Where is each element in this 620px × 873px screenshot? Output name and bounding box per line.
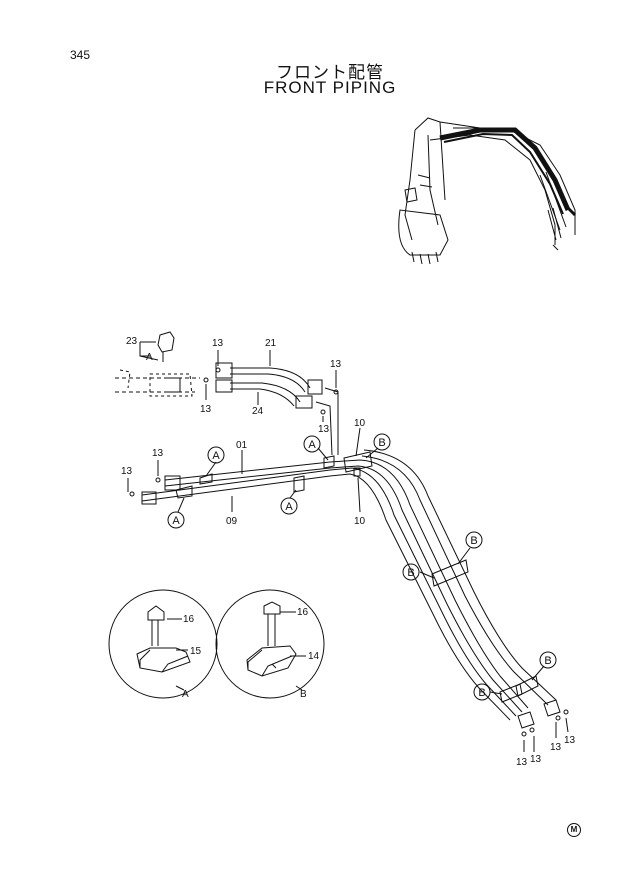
detail-a-caption: A [182,689,189,700]
callout-a: A [212,450,220,462]
detail-a [108,589,218,699]
part-label-09: 09 [226,516,238,527]
excavator-thumbnail [398,117,577,265]
part-label-13: 13 [152,448,164,459]
part-label-14: 14 [308,651,320,662]
part-label-15: 15 [190,646,202,657]
part-label-13: 13 [212,338,224,349]
callout-a: A [285,501,293,513]
part-label-16: 16 [183,614,195,625]
part-label-13: 13 [318,424,330,435]
part-label-23: 23 [126,336,138,347]
part-label-13: 13 [121,466,133,477]
detail-b-caption: B [300,689,307,700]
maker-mark-icon: M [567,823,581,837]
callout-b: B [544,655,551,667]
part-label-13: 13 [564,735,576,746]
callout-b: B [470,535,477,547]
part-label-13: 13 [530,754,542,765]
part-label-10: 10 [354,516,366,527]
part-label-13: 13 [200,404,212,415]
part-label-10: 10 [354,418,366,429]
callout-b: B [407,567,414,579]
part-label-a-small: A [146,352,153,363]
page-number: 345 [70,48,91,62]
page-title-japanese: フロント配管 [276,63,384,82]
boom-foot-piping [115,331,339,456]
part-label-24: 24 [252,406,264,417]
callout-a: A [172,515,180,527]
part-label-01: 01 [236,440,248,451]
part-label-13: 13 [330,359,342,370]
callout-b: B [378,437,385,449]
detail-b [215,589,325,699]
part-label-13: 13 [550,742,562,753]
page-title: FRONT PIPING [263,78,397,97]
callout-b: B [478,687,485,699]
part-label-21: 21 [265,338,277,349]
part-label-16: 16 [297,607,309,618]
part-label-13: 13 [516,757,528,768]
arm-pipes [129,449,569,737]
callout-a: A [308,439,316,451]
